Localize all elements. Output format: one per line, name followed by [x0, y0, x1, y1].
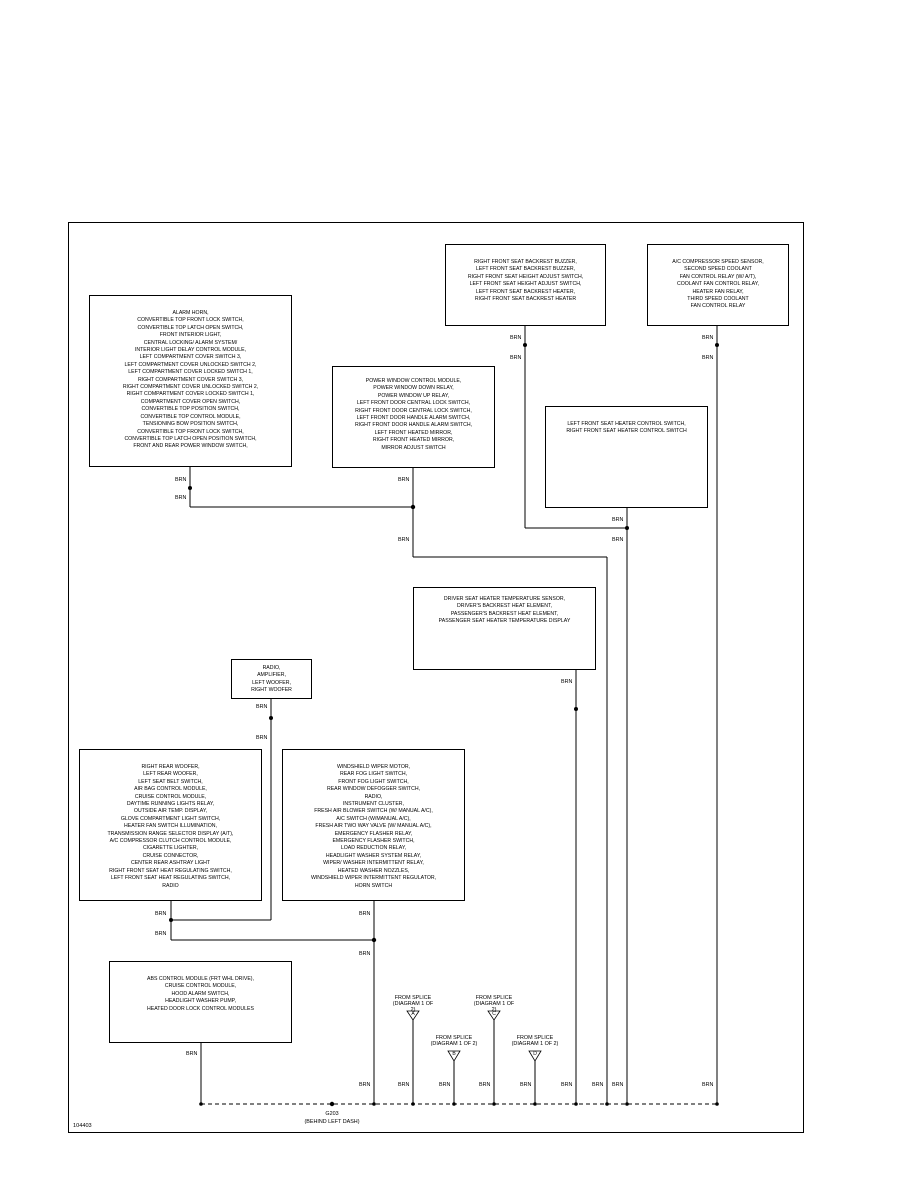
- rear-woofer-group-box: RIGHT REAR WOOFER, LEFT REAR WOOFER, LEF…: [79, 749, 262, 901]
- wire-label: BRN: [175, 477, 187, 483]
- seat-temp-group-box: DRIVER SEAT HEATER TEMPERATURE SENSOR, D…: [413, 587, 596, 670]
- wire-label: BRN: [359, 911, 371, 917]
- wire-label: BRN: [510, 335, 522, 341]
- wire-label: BRN: [256, 735, 268, 741]
- wire-label: BRN: [155, 911, 167, 917]
- alarm-horn-group-box: ALARM HORN, CONVERTIBLE TOP FRONT LOCK S…: [89, 295, 292, 467]
- abs-group-box: ABS CONTROL MODULE (FRT WHL DRIVE), CRUI…: [109, 961, 292, 1043]
- splice-label-b: FROM SPLICE (DIAGRAM 1 OF 2): [430, 1035, 478, 1047]
- diagram-frame: [68, 222, 804, 1133]
- wire-label: BRN: [561, 1082, 573, 1088]
- wire-label: BRN: [359, 951, 371, 957]
- wire-label: BRN: [510, 355, 522, 361]
- wire-label: BRN: [561, 679, 573, 685]
- wire-label: BRN: [612, 517, 624, 523]
- splice-letter-c: C: [492, 1011, 496, 1017]
- wire-label: BRN: [439, 1082, 451, 1088]
- wire-label: BRN: [398, 537, 410, 543]
- ground-id: G203: [325, 1111, 339, 1117]
- radio-group-box: RADIO, AMPLIFIER, LEFT WOOFER, RIGHT WOO…: [231, 659, 312, 699]
- ac-group-box: A/C COMPRESSOR SPEED SENSOR, SECOND SPEE…: [647, 244, 789, 326]
- splice-letter-b: B: [452, 1051, 456, 1057]
- splice-label-c: FROM SPLICE (DIAGRAM 1 OF 2): [473, 995, 515, 1013]
- splice-letter-a: A: [411, 1011, 415, 1017]
- wire-label: BRN: [479, 1082, 491, 1088]
- wire-label: BRN: [256, 704, 268, 710]
- wire-label: BRN: [702, 355, 714, 361]
- splice-letter-d: D: [533, 1051, 537, 1057]
- wire-label: BRN: [612, 537, 624, 543]
- splice-label-a: FROM SPLICE (DIAGRAM 1 OF 2): [392, 995, 434, 1013]
- power-window-group-box: POWER WINDOW CONTROL MODULE, POWER WINDO…: [332, 366, 495, 468]
- seat-backrest-group-box: RIGHT FRONT SEAT BACKREST BUZZER, LEFT F…: [445, 244, 606, 326]
- wire-label: BRN: [702, 1082, 714, 1088]
- wire-label: BRN: [186, 1051, 198, 1057]
- wire-label: BRN: [592, 1082, 604, 1088]
- wire-label: BRN: [520, 1082, 532, 1088]
- wiper-group-box: WINDSHIELD WIPER MOTOR, REAR FOG LIGHT S…: [282, 749, 465, 901]
- wire-label: BRN: [398, 1082, 410, 1088]
- figure-number: 104403: [73, 1123, 92, 1129]
- seat-heater-switch-group-box: LEFT FRONT SEAT HEATER CONTROL SWITCH, R…: [545, 406, 708, 508]
- wire-label: BRN: [398, 477, 410, 483]
- wire-label: BRN: [175, 495, 187, 501]
- ground-location: (BEHIND LEFT DASH): [304, 1119, 360, 1125]
- wire-label: BRN: [702, 335, 714, 341]
- wire-label: BRN: [155, 931, 167, 937]
- wire-label: BRN: [359, 1082, 371, 1088]
- wire-label: BRN: [612, 1082, 624, 1088]
- splice-label-d: FROM SPLICE (DIAGRAM 1 OF 2): [511, 1035, 559, 1047]
